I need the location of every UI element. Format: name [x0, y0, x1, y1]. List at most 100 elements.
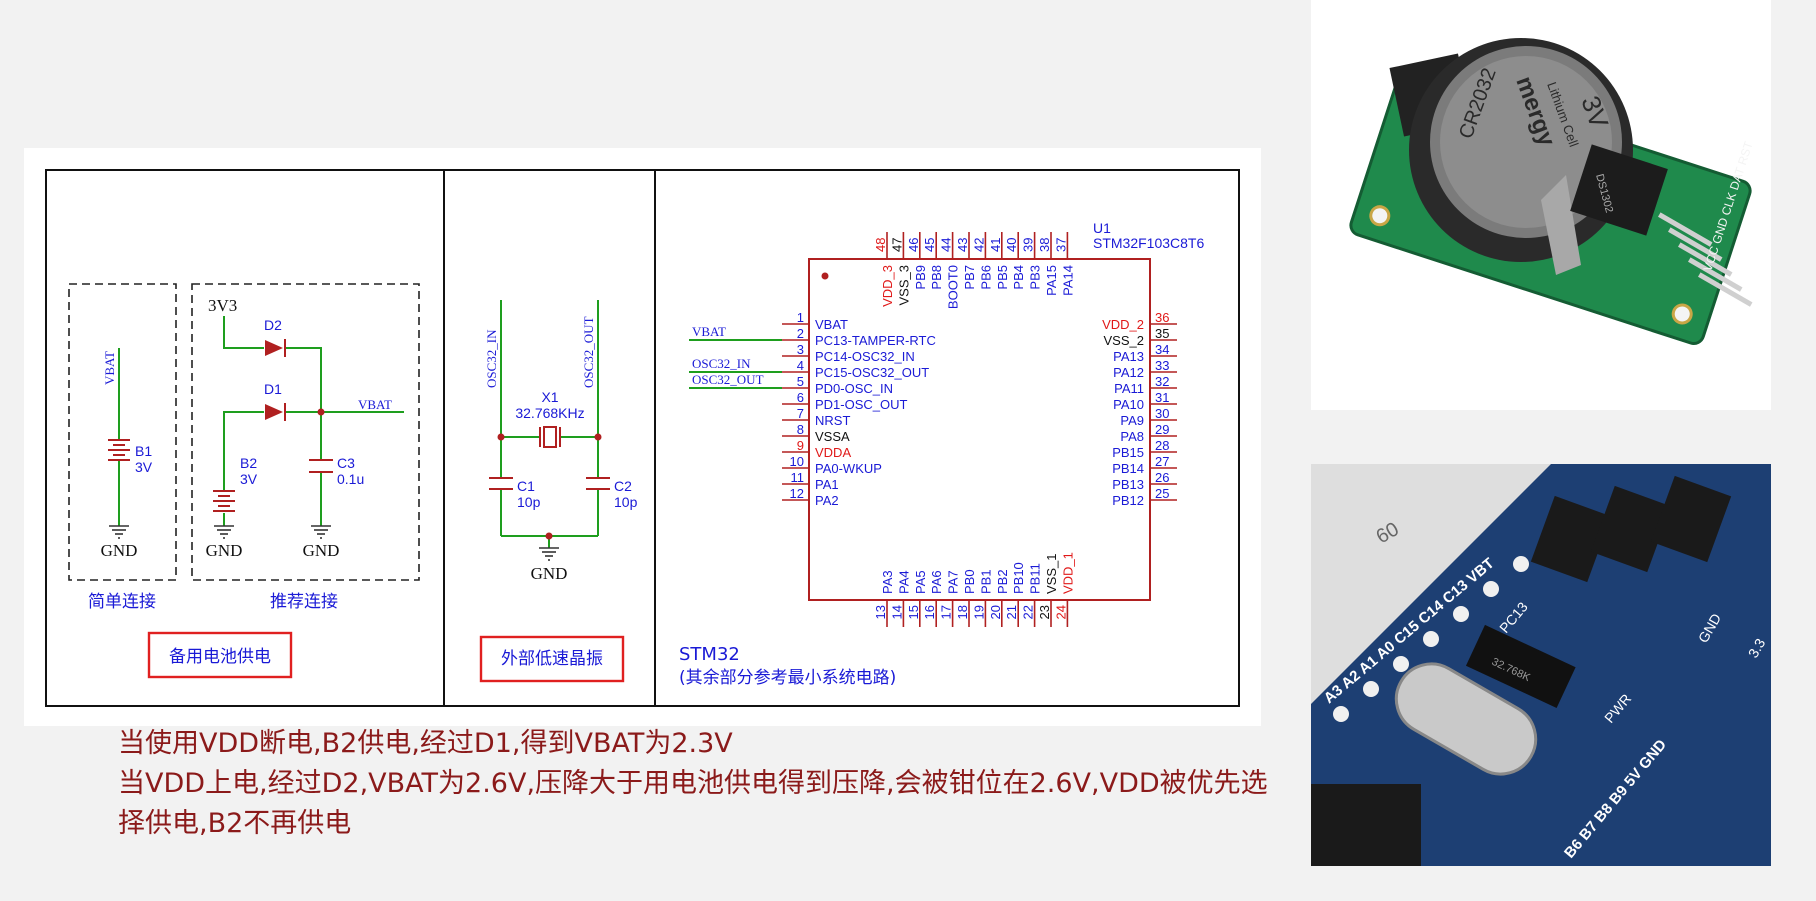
mcu-pin-name: VSS_1 — [1044, 554, 1059, 594]
ground-symbol — [109, 525, 129, 539]
battery-terminal — [1541, 175, 1581, 275]
mcu-pin-6: 6 PD1-OSC_OUT — [782, 390, 908, 412]
mcu-pin-name: PB13 — [1112, 477, 1144, 492]
mcu-bottom-pins: 13PA314PA415PA516PA617PA718PB019PB120PB2… — [873, 552, 1075, 627]
mcu-pin-name: VDDA — [815, 445, 851, 460]
hc49-crystal — [1394, 662, 1538, 776]
mcu-pin-number: 31 — [1155, 390, 1169, 405]
mcu-pin-name: PB8 — [929, 265, 944, 290]
mcu-section: U1 STM32F103C8T6 VBAT OSC32_IN OSC32_OUT… — [679, 220, 1204, 688]
mcu-pin-name: PB2 — [995, 569, 1010, 594]
mcu-pin-number: 46 — [906, 238, 921, 252]
mcu-pin-number: 11 — [791, 470, 805, 485]
diode-d2 — [265, 339, 286, 357]
mcu-pin-name: PA2 — [815, 493, 839, 508]
gnd-label: GND — [531, 564, 568, 583]
mcu-pin-name: PB14 — [1112, 461, 1144, 476]
mcu-pin-name: VDD_2 — [1102, 317, 1144, 332]
mcu-pin-number: 38 — [1037, 238, 1052, 252]
mcu-pin-number: 8 — [797, 422, 804, 437]
mcu-pin-number: 10 — [790, 454, 804, 469]
mcu-part-number: STM32F103C8T6 — [1093, 235, 1204, 251]
capacitor-c1 — [489, 477, 513, 490]
ground-symbol — [214, 525, 331, 539]
d1-label: D1 — [264, 381, 282, 397]
mcu-pin-number: 47 — [889, 238, 904, 252]
mcu-pin-name: NRST — [815, 413, 850, 428]
osc32-out-net-label: OSC32_OUT — [581, 316, 596, 388]
simple-connection-caption: 简单连接 — [88, 592, 156, 612]
mcu-pin-number: 26 — [1155, 470, 1169, 485]
mcu-pin-number: 20 — [988, 605, 1003, 619]
osc32-in-net-label: OSC32_IN — [484, 329, 499, 388]
note-line-2: 当VDD上电,经过D2,VBAT为2.6V,压降大于用电池供电得到压降,会被钳位… — [118, 768, 1268, 839]
mcu-pin-name: VDD_1 — [1060, 552, 1075, 594]
mcu-pin-number: 13 — [873, 605, 888, 619]
mcu-pin-name: PD1-OSC_OUT — [815, 397, 908, 412]
mcu-pin-name: PB11 — [1028, 563, 1043, 594]
mcu-pin-number: 18 — [955, 605, 970, 619]
mcu-pin-name: BOOT0 — [946, 265, 961, 309]
mcu-body — [808, 258, 1151, 601]
breadboard — [1311, 464, 1551, 704]
b2-label: B2 — [240, 455, 257, 471]
mcu-pin-name: VDD_3 — [880, 265, 895, 307]
junction-dot — [594, 433, 602, 441]
mcu-pin-name: PA15 — [1044, 265, 1059, 296]
battery-b1 — [108, 439, 130, 461]
mcu-pin-name: PA6 — [929, 570, 944, 594]
capacitor-c2 — [586, 477, 610, 490]
mcu-pin-number: 1 — [797, 310, 804, 325]
schematic-panel: VBAT B1 3V GND 简单连接 — [24, 148, 1261, 726]
mcu-pin-number: 2 — [797, 326, 804, 341]
b2-value: 3V — [240, 471, 258, 487]
recommended-connection-box — [191, 283, 420, 581]
pin1-marker — [821, 272, 829, 280]
rtc-module-illustration: CR2032 3V mergy Lithium Cell DS1302 VCC … — [1349, 38, 1756, 345]
mcu-pin-number: 29 — [1155, 422, 1169, 437]
junction-dot — [317, 408, 325, 416]
header-pins — [1658, 212, 1753, 307]
crystal-title-box — [479, 635, 625, 683]
mcu-pin-number: 30 — [1155, 406, 1169, 421]
rtc-chip — [1570, 144, 1668, 236]
mcu-pin-name: PB12 — [1112, 493, 1144, 508]
diode-d1 — [265, 403, 286, 421]
black-connectors — [1530, 475, 1732, 583]
x1-label: X1 — [541, 389, 558, 405]
mcu-pin-name: PA0-WKUP — [815, 461, 882, 476]
crystal-title: 外部低速晶振 — [501, 649, 603, 669]
mcu-pin-number: 33 — [1155, 358, 1169, 373]
mount-hole — [1671, 303, 1693, 325]
mcu-pin-number: 6 — [797, 390, 804, 405]
mcu-pin-26: 26 PB13 — [1112, 470, 1177, 492]
mcu-pin-number: 5 — [797, 374, 804, 389]
schematic-frame — [45, 169, 1240, 707]
mcu-pin-name: PA8 — [1120, 429, 1144, 444]
recommended-connection-caption: 推荐连接 — [270, 592, 338, 612]
smd-crystal — [1465, 624, 1576, 708]
gnd-label: GND — [101, 541, 138, 560]
mcu-pin-number: 28 — [1155, 438, 1169, 453]
mcu-pin-name: PA12 — [1113, 365, 1144, 380]
